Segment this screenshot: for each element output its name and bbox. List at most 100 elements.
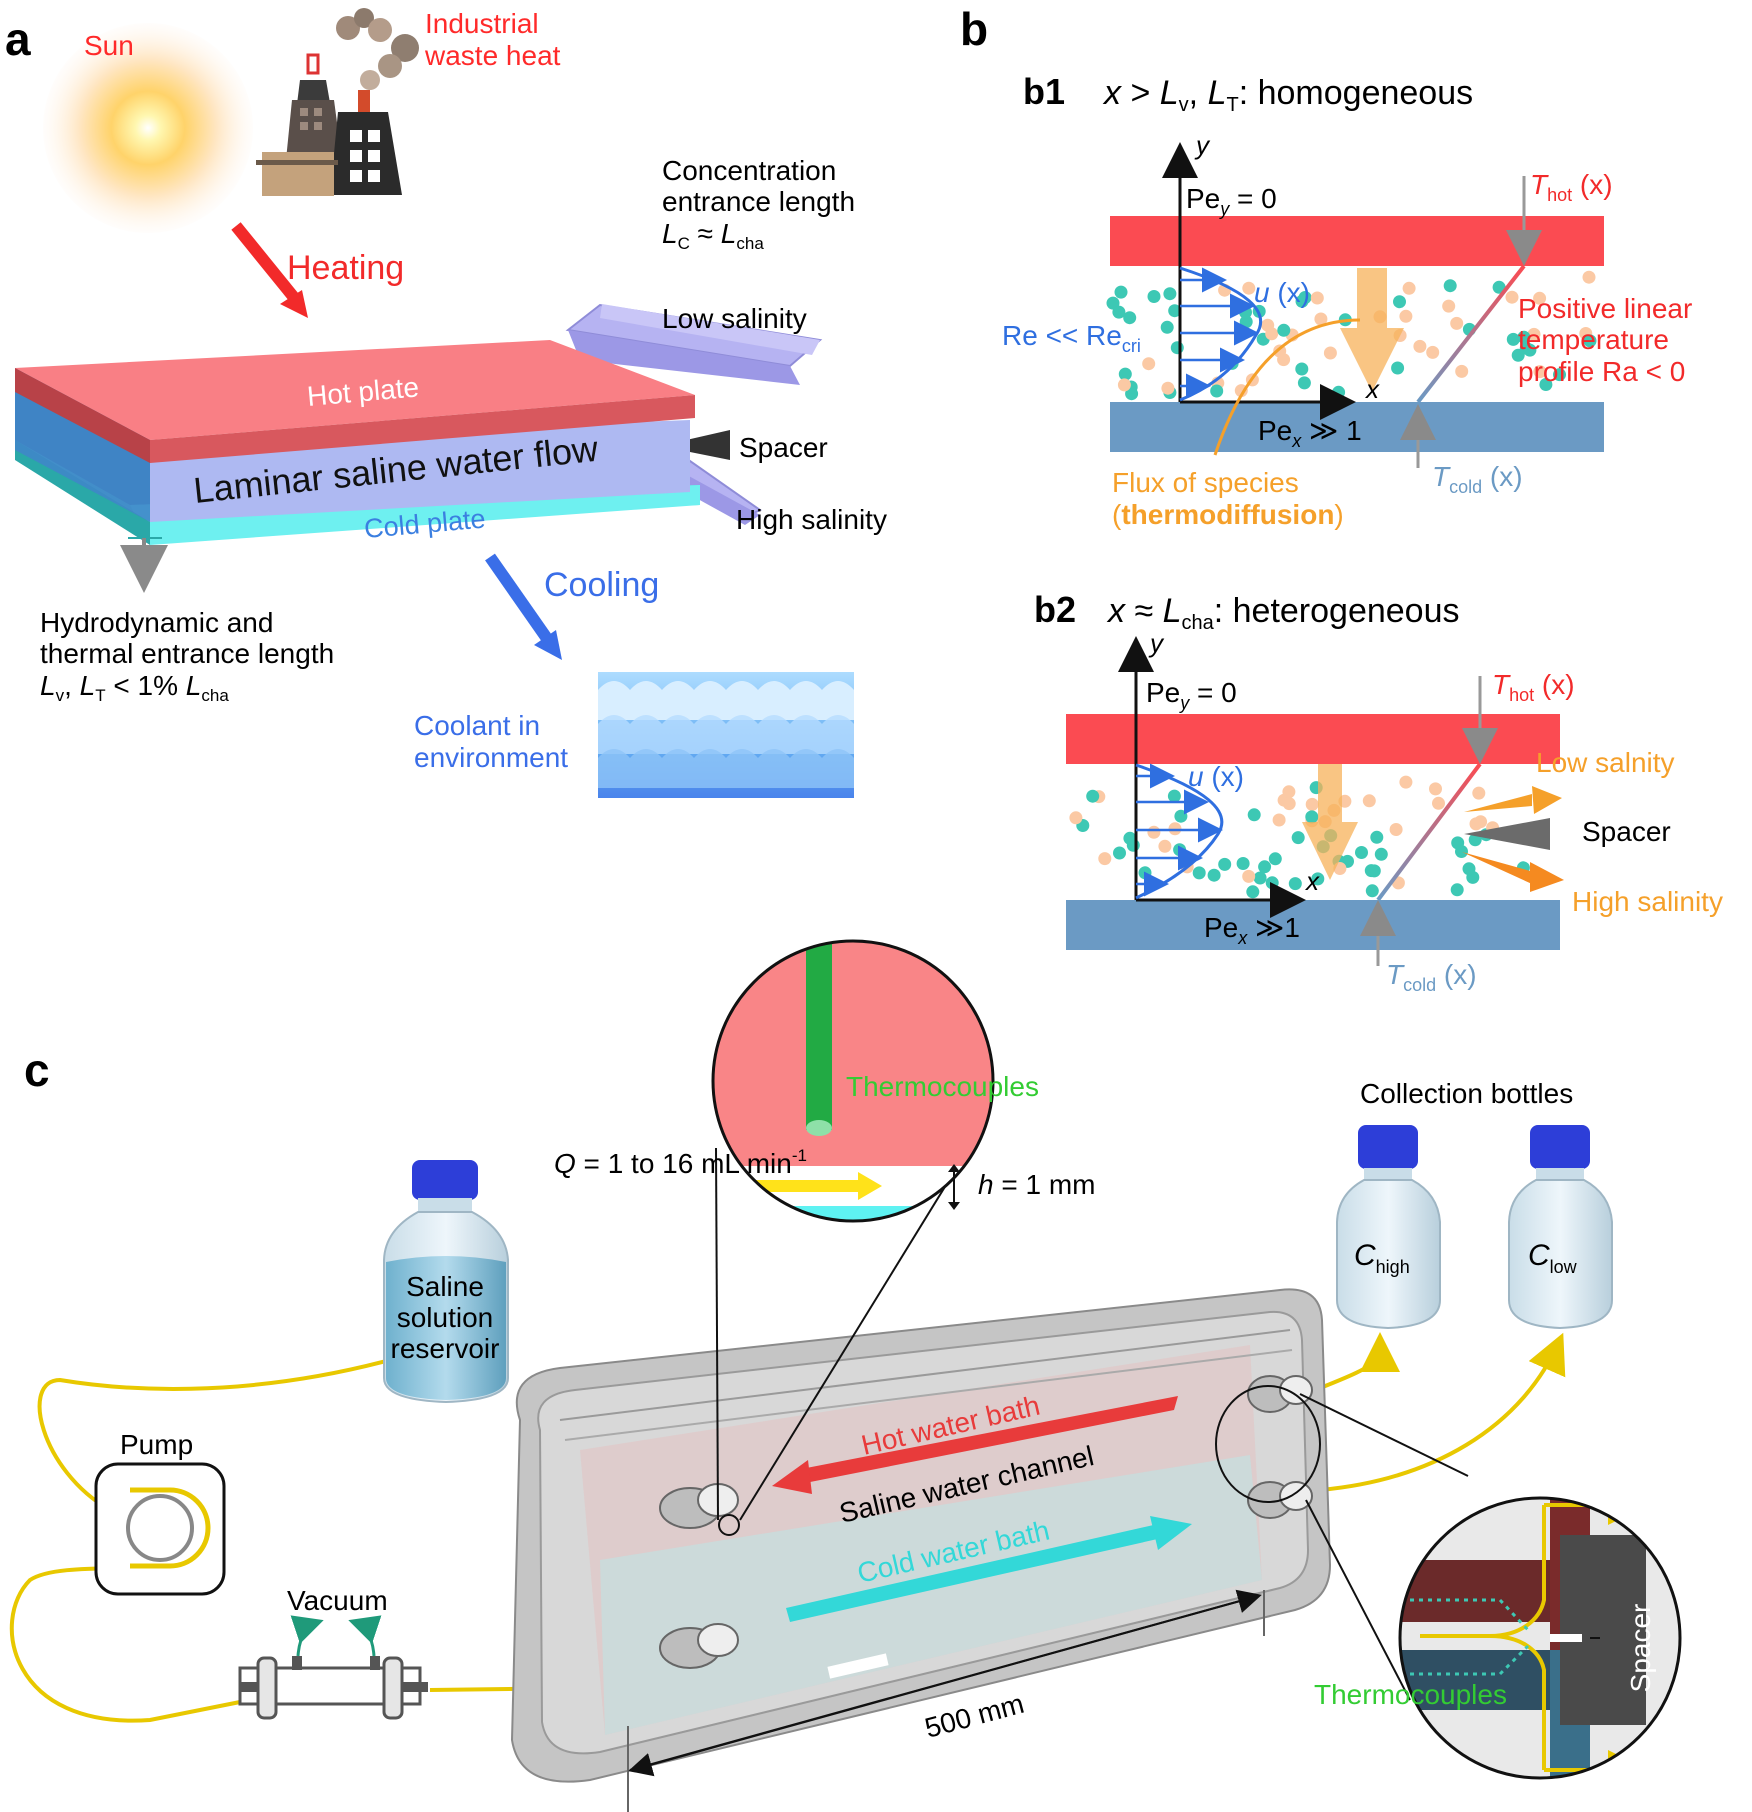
sun-label: Sun <box>84 30 134 61</box>
species-particle-peach <box>1282 785 1296 799</box>
species-particle-teal <box>1365 884 1379 898</box>
species-particle-teal <box>1163 287 1177 301</box>
zoom-inset-spacer <box>1400 1498 1680 1778</box>
species-particle-peach <box>1426 345 1440 359</box>
b1-re-label: Re << Recri <box>1002 320 1141 356</box>
b2-pe-x: Pex ≫1 <box>1204 912 1300 948</box>
conc-line-2: entrance length <box>662 186 855 217</box>
species-particle-teal <box>1112 305 1126 319</box>
species-particle-teal <box>1443 279 1457 293</box>
species-particle-teal <box>1138 866 1152 880</box>
b2-spacer: Spacer <box>1582 816 1671 847</box>
species-particle-peach <box>1310 291 1324 305</box>
species-particle-peach <box>1582 270 1596 284</box>
b2-spacer-wedge <box>1464 818 1550 850</box>
species-particle-teal <box>1167 789 1181 803</box>
b2-low-outlet-arrow <box>1464 794 1532 812</box>
species-particle-teal <box>1160 320 1174 334</box>
spacer-label-c: Spacer <box>1625 1604 1656 1693</box>
panel-c-label: c <box>24 1044 50 1096</box>
b2-high-salinity: High salinity <box>1572 886 1723 917</box>
species-particle-teal <box>1511 348 1525 362</box>
species-particle-teal <box>1258 860 1272 874</box>
species-particle-teal <box>1355 846 1368 859</box>
species-particle-teal <box>1370 830 1384 844</box>
species-particle-peach <box>1402 281 1416 295</box>
panel-b-label: b <box>960 3 988 55</box>
species-particle-teal <box>1268 852 1282 866</box>
b2-hot-plate <box>1066 714 1560 764</box>
channel-device <box>15 303 823 545</box>
species-particle-teal <box>1265 876 1279 890</box>
b1-temperature-profile <box>1416 264 1526 404</box>
spacer-label-a: Spacer <box>739 432 828 463</box>
species-particle-peach <box>1242 869 1256 883</box>
b1-title: x > Lv, LT: homogeneous <box>1102 74 1473 116</box>
species-particle-teal <box>1291 831 1305 845</box>
species-particle-teal <box>1236 857 1250 870</box>
species-particle-peach <box>1442 299 1456 313</box>
cooling-label: Cooling <box>544 566 659 604</box>
species-particle-peach <box>1413 339 1427 353</box>
heating-label: Heating <box>287 249 404 287</box>
b1-pe-x: Pex ≫ 1 <box>1258 415 1362 451</box>
species-particle-teal <box>1218 857 1232 871</box>
h-label: h = 1 mm <box>978 1169 1096 1200</box>
b2-temperature-profile <box>1376 762 1482 902</box>
species-particle-peach <box>1261 318 1275 332</box>
sun-icon <box>43 23 253 233</box>
b2-cold-plate <box>1066 900 1560 950</box>
species-particle-peach <box>1533 291 1547 305</box>
species-particle-peach <box>1305 797 1319 811</box>
species-particle-peach <box>1389 823 1403 836</box>
b2-u-label: u (x) <box>1188 761 1244 792</box>
heating-arrow <box>231 222 301 304</box>
species-particle-peach <box>1399 775 1413 789</box>
species-particle-peach <box>1158 839 1172 853</box>
species-particle-teal <box>1277 323 1291 337</box>
species-particle-teal <box>1539 378 1553 391</box>
collection-label: Collection bottles <box>1360 1078 1573 1109</box>
hot-bath-arrow <box>796 1396 1178 1484</box>
species-particle-teal <box>1297 376 1311 390</box>
species-particle-teal <box>1295 294 1309 308</box>
species-particle-peach <box>1469 817 1483 831</box>
species-particle-teal <box>1118 367 1132 381</box>
heating-arrowhead <box>280 290 308 318</box>
b2-y-label: y <box>1148 628 1165 658</box>
b2-x-label: x <box>1304 866 1320 896</box>
species-particle-teal <box>1239 305 1252 319</box>
b1-positive-1: Positive linear <box>1518 293 1692 324</box>
species-particle-teal <box>1123 311 1137 325</box>
b1-pe-y: Pey = 0 <box>1186 183 1277 219</box>
low-salinity-label-a: Low salinity <box>662 303 807 334</box>
b1-cold-plate <box>1110 402 1604 452</box>
species-particle-teal <box>1374 847 1388 861</box>
species-particle-teal <box>1247 808 1261 822</box>
vacuum-label: Vacuum <box>287 1585 388 1616</box>
species-particle-peach <box>1505 290 1519 304</box>
species-particle-peach <box>1069 811 1083 825</box>
b1-hot-plate <box>1110 216 1604 266</box>
species-particle-teal <box>1450 883 1464 897</box>
species-particle-teal <box>1147 290 1161 303</box>
species-particle-teal <box>1168 304 1182 318</box>
species-particle-teal <box>1506 332 1520 346</box>
species-particle-peach <box>1432 796 1445 810</box>
b1-x-label: x <box>1364 374 1380 404</box>
species-particle-teal <box>1113 846 1126 860</box>
b1-flux-line-1: Flux of species <box>1112 467 1299 498</box>
collection-bottle-high <box>1336 1125 1441 1330</box>
species-particle-teal <box>1311 872 1325 886</box>
species-particle-teal <box>1517 330 1531 344</box>
b1-flux-arrow <box>1340 268 1404 392</box>
pump-label: Pump <box>120 1429 193 1460</box>
species-particle-peach <box>1323 346 1337 360</box>
thermocouples-top-label: Thermocouples <box>846 1071 1039 1102</box>
cold-bath-arrow <box>786 1524 1162 1622</box>
b2-high-outlet-arrow <box>1462 852 1534 884</box>
b2-label: b2 <box>1034 589 1076 630</box>
species-particle-teal <box>1393 295 1406 309</box>
species-particle-teal <box>1114 285 1128 299</box>
